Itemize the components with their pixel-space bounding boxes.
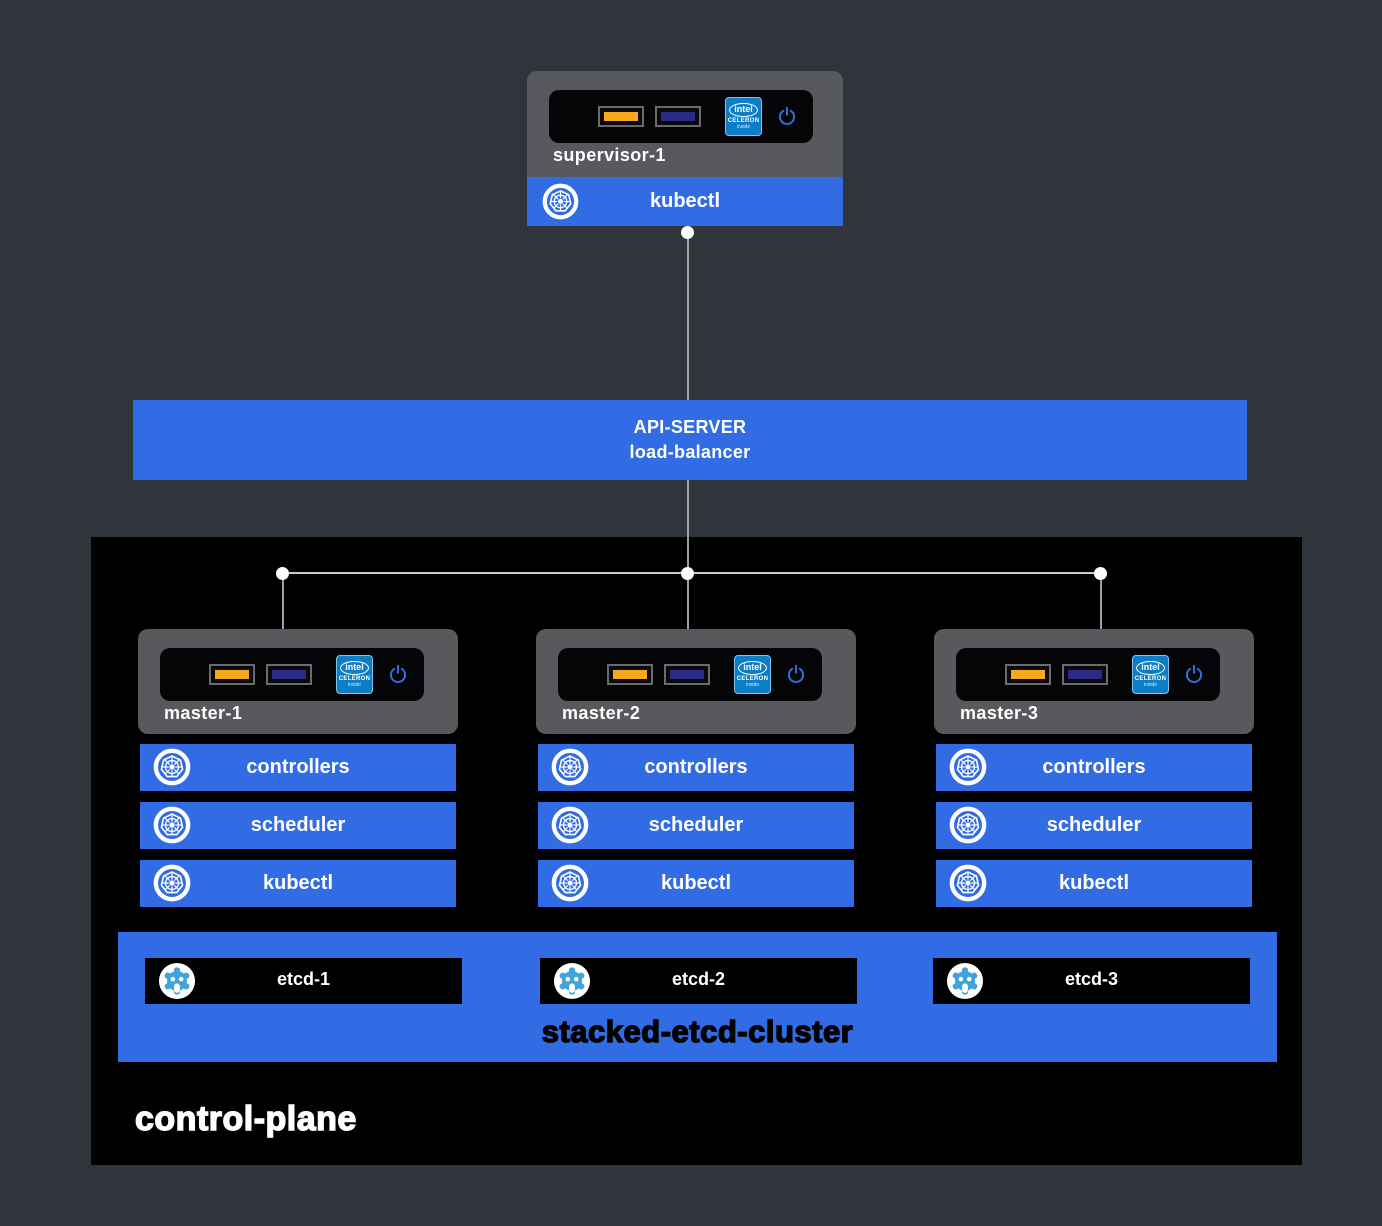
usb-port-orange-icon (1005, 664, 1051, 685)
master-2-controllers-bar: controllers (538, 744, 854, 791)
service-label: controllers (246, 756, 350, 778)
connector-bus-to-master-2 (687, 574, 689, 629)
server-front-panel: intel CELERON inside (160, 648, 424, 701)
node-name-label: master-3 (960, 703, 1039, 723)
service-label: kubectl (1058, 872, 1130, 894)
power-button-icon (787, 664, 805, 683)
service-label: kubectl (262, 872, 334, 894)
power-button-icon (778, 106, 796, 125)
supervisor-node-card: intel CELERON inside supervisor-1 (527, 71, 843, 177)
master-2-kubectl-bar: kubectl (538, 860, 854, 907)
usb-port-orange-icon (607, 664, 653, 685)
node-name-label: master-1 (164, 703, 243, 723)
master-1-kubectl-bar: kubectl (140, 860, 456, 907)
connector-node-dot (1094, 567, 1107, 580)
node-name-label: master-2 (562, 703, 641, 723)
etcd-2-bar: etcd-2 (540, 958, 857, 1004)
master-3-scheduler-bar: scheduler (936, 802, 1252, 849)
usb-port-orange-icon (209, 664, 255, 685)
load-balancer-label: load-balancer (629, 442, 751, 462)
usb-port-navy-icon (655, 106, 701, 127)
control-plane-title: control-plane (134, 1099, 357, 1138)
server-front-panel: intel CELERON inside (558, 648, 822, 701)
connector-bus-to-master-1 (282, 574, 284, 629)
etcd-member-label: etcd-1 (276, 969, 330, 989)
stacked-etcd-cluster-title: stacked-etcd-cluster (541, 1013, 854, 1049)
stacked-etcd-cluster-box: etcd-1 etcd-2 etcd-3 stacked-etcd-cluste… (118, 932, 1277, 1062)
etcd-member-label: etcd-2 (671, 969, 725, 989)
service-label: kubectl (660, 872, 732, 894)
etcd-member-label: etcd-3 (1064, 969, 1118, 989)
api-server-load-balancer-bar: API-SERVER load-balancer (133, 400, 1247, 480)
connector-node-dot (681, 226, 694, 239)
intel-celeron-badge: intel CELERON inside (1132, 655, 1169, 694)
service-label: controllers (1042, 756, 1146, 778)
service-label: kubectl (649, 190, 721, 212)
connector-apiserver-to-bus (687, 480, 689, 574)
node-name-label: supervisor-1 (553, 145, 666, 165)
etcd-3-bar: etcd-3 (933, 958, 1250, 1004)
service-label: controllers (644, 756, 748, 778)
intel-celeron-badge: intel CELERON inside (336, 655, 373, 694)
etcd-1-bar: etcd-1 (145, 958, 462, 1004)
usb-port-navy-icon (266, 664, 312, 685)
connector-node-dot (276, 567, 289, 580)
intel-celeron-badge: intel CELERON inside (734, 655, 771, 694)
connector-bus-to-master-3 (1100, 574, 1102, 629)
master-2-scheduler-bar: scheduler (538, 802, 854, 849)
service-label: scheduler (648, 814, 744, 836)
master-1-scheduler-bar: scheduler (140, 802, 456, 849)
master-1-node-card: intel CELERON inside master-1 (138, 629, 458, 734)
master-1-controllers-bar: controllers (140, 744, 456, 791)
api-server-label: API-SERVER (633, 417, 747, 437)
power-button-icon (389, 664, 407, 683)
connector-supervisor-to-apiserver (687, 238, 689, 400)
master-3-kubectl-bar: kubectl (936, 860, 1252, 907)
usb-port-navy-icon (664, 664, 710, 685)
usb-port-orange-icon (598, 106, 644, 127)
master-3-controllers-bar: controllers (936, 744, 1252, 791)
master-2-node-card: intel CELERON inside master-2 (536, 629, 856, 734)
intel-logo: intel (729, 103, 758, 117)
service-label: scheduler (250, 814, 346, 836)
power-button-icon (1185, 664, 1203, 683)
supervisor-kubectl-bar: kubectl (527, 177, 843, 226)
server-front-panel: intel CELERON inside (549, 90, 813, 143)
intel-celeron-badge: intel CELERON inside (725, 97, 762, 136)
usb-port-navy-icon (1062, 664, 1108, 685)
server-front-panel: intel CELERON inside (956, 648, 1220, 701)
connector-node-dot (681, 567, 694, 580)
service-label: scheduler (1046, 814, 1142, 836)
master-3-node-card: intel CELERON inside master-3 (934, 629, 1254, 734)
